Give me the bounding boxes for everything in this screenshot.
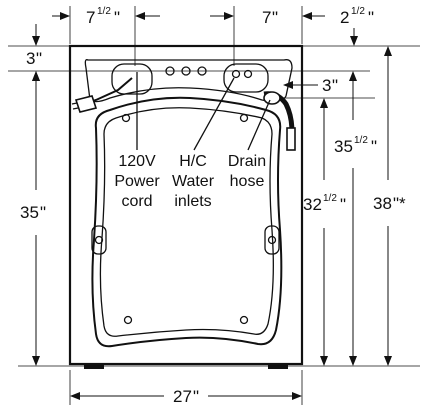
bolt-hole-right — [264, 225, 280, 255]
power-cord-port — [111, 63, 153, 95]
cold-inlet — [243, 69, 253, 79]
svg-text:Drain: Drain — [228, 153, 266, 170]
svg-text:35: 35 — [20, 203, 39, 222]
svg-text:": " — [272, 8, 278, 27]
plug-prong — [71, 102, 78, 105]
dim-drain-offset-side: 2 1/2 " — [340, 6, 374, 27]
svg-text:38: 38 — [373, 194, 392, 213]
dim-inlet-height: 32 1/2 " — [303, 193, 346, 214]
dim-top-offset-left: 3 " — [26, 49, 42, 68]
power-plug — [74, 95, 98, 113]
svg-text:3: 3 — [322, 76, 331, 95]
svg-text:hose: hose — [230, 173, 265, 190]
svg-text:1/2: 1/2 — [351, 6, 365, 17]
dim-water-inlet-offset: 7 " — [262, 8, 278, 27]
svg-text:32: 32 — [303, 195, 322, 214]
bolt-right — [267, 235, 277, 245]
foot-right — [268, 364, 288, 369]
screw — [123, 315, 133, 325]
svg-text:1/2: 1/2 — [354, 135, 368, 146]
svg-text:inlets: inlets — [174, 193, 211, 210]
svg-text:1/2: 1/2 — [97, 6, 111, 17]
svg-text:"*: "* — [393, 194, 406, 213]
svg-text:35: 35 — [334, 137, 353, 156]
drain-hose-end — [286, 127, 296, 151]
svg-text:7: 7 — [86, 8, 95, 27]
svg-text:": " — [332, 76, 338, 95]
leader-drain-hose — [247, 99, 271, 151]
dim-drain-height: 35 1/2 " — [334, 135, 377, 156]
svg-text:": " — [40, 203, 46, 222]
svg-text:3: 3 — [26, 49, 35, 68]
svg-text:27: 27 — [173, 387, 192, 406]
rear-panel-inner — [99, 107, 274, 337]
svg-text:120V: 120V — [118, 153, 156, 170]
dim-power-cord-offset: 7 1/2 " — [86, 6, 120, 27]
rear-panel-wave — [91, 96, 283, 348]
dim-width: 27 " — [173, 387, 199, 406]
hot-inlet — [231, 69, 241, 79]
dim-drain-offset-top: 3 " — [322, 76, 338, 95]
screw — [121, 113, 131, 123]
svg-text:": " — [340, 195, 346, 214]
bolt-left — [94, 235, 104, 245]
water-inlet-plate — [223, 63, 269, 93]
leader-water-inlets — [193, 77, 235, 151]
svg-text:": " — [193, 387, 199, 406]
callout-water-inlets: H/C Water inlets — [172, 153, 215, 210]
callout-power-cord: 120V Power cord — [114, 153, 160, 210]
svg-text:": " — [368, 8, 374, 27]
svg-text:2: 2 — [340, 8, 349, 27]
callout-drain-hose: Drain hose — [228, 153, 266, 190]
dimension-arrows — [32, 12, 392, 400]
washer-body — [68, 44, 304, 369]
svg-text:": " — [371, 137, 377, 156]
svg-text:7: 7 — [262, 8, 271, 27]
screw — [239, 113, 249, 123]
dim-cord-height: 35 " — [20, 203, 46, 222]
svg-text:Power: Power — [114, 173, 160, 190]
svg-text:H/C: H/C — [179, 153, 207, 170]
svg-text:1/2: 1/2 — [323, 193, 337, 204]
svg-text:": " — [36, 49, 42, 68]
dim-overall-height: 38 "* — [373, 194, 406, 213]
svg-text:cord: cord — [121, 193, 152, 210]
drain-hose-coupling — [263, 91, 281, 105]
screw — [239, 315, 249, 325]
svg-text:": " — [114, 8, 120, 27]
svg-text:Water: Water — [172, 173, 215, 190]
foot-left — [84, 364, 104, 369]
plug-prong — [72, 107, 79, 110]
bolt-hole-left — [91, 225, 107, 255]
